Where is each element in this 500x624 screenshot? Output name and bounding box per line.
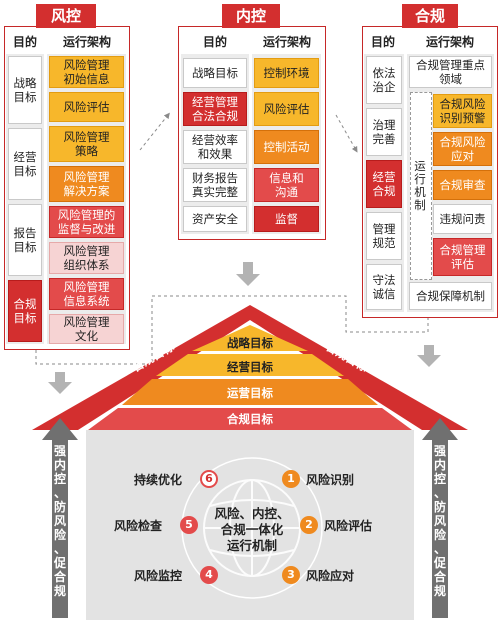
left-up-arrow: [42, 418, 78, 618]
core-center-text: 风险、内控、 合规一体化 运行机制: [214, 506, 290, 553]
risk-arch-header: 运行架构: [62, 35, 111, 49]
link-risk-internal: [139, 112, 170, 151]
risk-goal-compliance: 合规 目标: [8, 280, 42, 342]
roof-band-compliance-label: 合规目标: [227, 412, 273, 426]
step-5-label: 风险检查: [114, 519, 163, 533]
risk-item-information-system: 风险管理 信息系统: [49, 278, 124, 310]
link-internal-compliance: [335, 114, 358, 153]
compliance-goal-management: 管理 规范: [366, 212, 402, 260]
step-4-label: 风险监控: [134, 569, 183, 583]
mechanism-bracket: [410, 92, 432, 280]
risk-item-strategy: 风险管理 策略: [49, 126, 124, 162]
right-arrow-text: 强 内 控 、 防 风 险 、 促 合 规: [433, 444, 446, 598]
internal-item-communication: 信息和 沟通: [254, 168, 319, 202]
down-arrow-right: [417, 345, 441, 367]
compliance-mech-accountability: 违规问责: [433, 204, 492, 234]
risk-item-culture: 风险管理 文化: [49, 314, 124, 344]
compliance-title: 合规: [402, 4, 458, 28]
internal-goal-header: 目的: [202, 35, 227, 49]
risk-goal-reporting: 报告 目标: [8, 204, 42, 276]
step-6-number: 6: [200, 470, 218, 488]
band-operating: [156, 354, 344, 376]
compliance-mech-warning: 合规风险 识别预警: [433, 94, 492, 128]
band-running: [122, 379, 378, 405]
bracket-right: [248, 295, 429, 333]
step-2-number: 2: [300, 516, 318, 534]
risk-goal-operating: 经营 目标: [8, 128, 42, 200]
internal-goal-financial: 财务报告 真实完整: [183, 168, 247, 202]
bracket-left: [35, 295, 248, 365]
step-3-number: 3: [282, 566, 300, 584]
step-4-number: 4: [200, 566, 218, 584]
compliance-mech-response: 合规风险 应对: [433, 132, 492, 166]
internal-control-title: 内控: [222, 4, 280, 28]
down-arrow-left: [48, 372, 72, 394]
compliance-arch-header: 运行架构: [425, 35, 474, 49]
internal-goal-legal: 经营管理 合法合规: [183, 92, 247, 126]
risk-item-assessment: 风险评估: [49, 92, 124, 122]
roof-band-operating-label: 经营目标: [227, 360, 273, 374]
compliance-goal-operations: 经营 合规: [366, 160, 402, 208]
compliance-goal-header: 目的: [370, 35, 395, 49]
compliance-goal-lawful: 依法 治企: [366, 56, 402, 104]
step-1-number: 1: [282, 470, 300, 488]
mechanism-label: 运 行 机 制: [414, 159, 426, 212]
house-body: [86, 430, 414, 620]
compliance-goal-integrity: 守法 诚信: [366, 264, 402, 310]
internal-goal-efficiency: 经营效率 和效果: [183, 130, 247, 164]
step-1-label: 风险识别: [306, 473, 355, 487]
compliance-guarantee: 合规保障机制: [409, 282, 492, 310]
left-arrow-text: 强 内 控 、 防 风 险 、 促 合 规: [53, 444, 66, 598]
internal-item-activities: 控制活动: [254, 130, 319, 164]
right-up-arrow: [422, 418, 458, 618]
compliance-mech-evaluation: 合规管理 评估: [433, 238, 492, 276]
internal-item-supervision: 监督: [254, 206, 319, 232]
risk-item-supervision: 风险管理的 监督与改进: [49, 206, 124, 238]
step-5-number: 5: [180, 516, 198, 534]
internal-goal-strategic: 战略目标: [183, 58, 247, 88]
down-arrow-middle: [236, 262, 260, 286]
risk-item-solution: 风险管理 解决方案: [49, 166, 124, 202]
compliance-goal-governance: 治理 完善: [366, 108, 402, 156]
step-2-label: 风险评估: [324, 519, 373, 533]
band-strategic: [192, 325, 308, 351]
internal-arch-header: 运行架构: [262, 35, 311, 49]
roof-band-strategic-label: 战略目标: [227, 336, 273, 350]
band-compliance: [88, 408, 412, 430]
internal-goal-asset: 资产安全: [183, 206, 247, 232]
step-3-label: 风险应对: [306, 569, 355, 583]
internal-item-environment: 控制环境: [254, 58, 319, 88]
roof-band-running-label: 运营目标: [227, 386, 273, 400]
risk-control-title: 风控: [36, 4, 96, 28]
risk-goal-header: 目的: [12, 35, 37, 49]
risk-item-organization: 风险管理 组织体系: [49, 242, 124, 274]
internal-item-assessment: 风险评估: [254, 92, 319, 126]
compliance-mech-review: 合规审查: [433, 170, 492, 200]
compliance-key-areas: 合规管理重点 领域: [409, 56, 492, 88]
risk-goal-strategic: 战略 目标: [8, 56, 42, 124]
step-6-label: 持续优化: [134, 473, 183, 487]
risk-item-initial-info: 风险管理 初始信息: [49, 56, 124, 88]
